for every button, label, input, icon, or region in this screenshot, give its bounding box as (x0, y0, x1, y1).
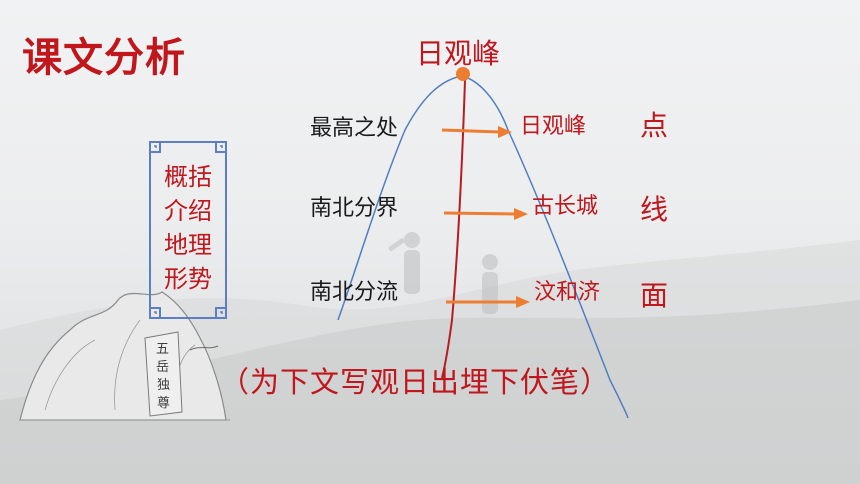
stele-char-1: 五 (156, 342, 169, 357)
left-label-2: 南北分界 (310, 196, 399, 221)
caption: （为下文写观日出埋下伏笔） (220, 365, 611, 399)
peak-dot (456, 67, 470, 81)
stele-char-2: 岳 (156, 360, 169, 375)
slide-title: 课文分析 (22, 35, 186, 81)
mountain-outline (337, 75, 629, 419)
right-label-1: 日观峰 (520, 114, 587, 139)
left-label-1: 最高之处 (310, 116, 399, 141)
summary-line-4: 形势 (164, 265, 212, 293)
summary-line-1: 概括 (164, 163, 212, 191)
arrow-2 (443, 211, 517, 216)
arrow-1 (441, 128, 501, 134)
left-label-3: 南北分流 (310, 280, 399, 305)
arrow-1-head (498, 126, 512, 138)
arrow-2-head (514, 208, 528, 220)
right-label-2: 古长城 (532, 194, 599, 219)
keyword-point: 点 (640, 109, 669, 142)
summary-box: 概括 介绍 地理 形势 (150, 160, 226, 296)
keyword-area: 面 (640, 279, 669, 312)
stele-char-3: 独 (157, 378, 170, 393)
arrow-3-head (516, 296, 530, 308)
summary-line-2: 介绍 (164, 197, 212, 225)
peak-label: 日观峰 (416, 37, 501, 70)
stele-char-4: 尊 (157, 395, 170, 411)
right-label-3: 汶和济 (534, 280, 601, 305)
divide-line (441, 79, 466, 379)
keyword-line: 线 (640, 193, 669, 226)
summary-line-3: 地理 (164, 231, 212, 259)
